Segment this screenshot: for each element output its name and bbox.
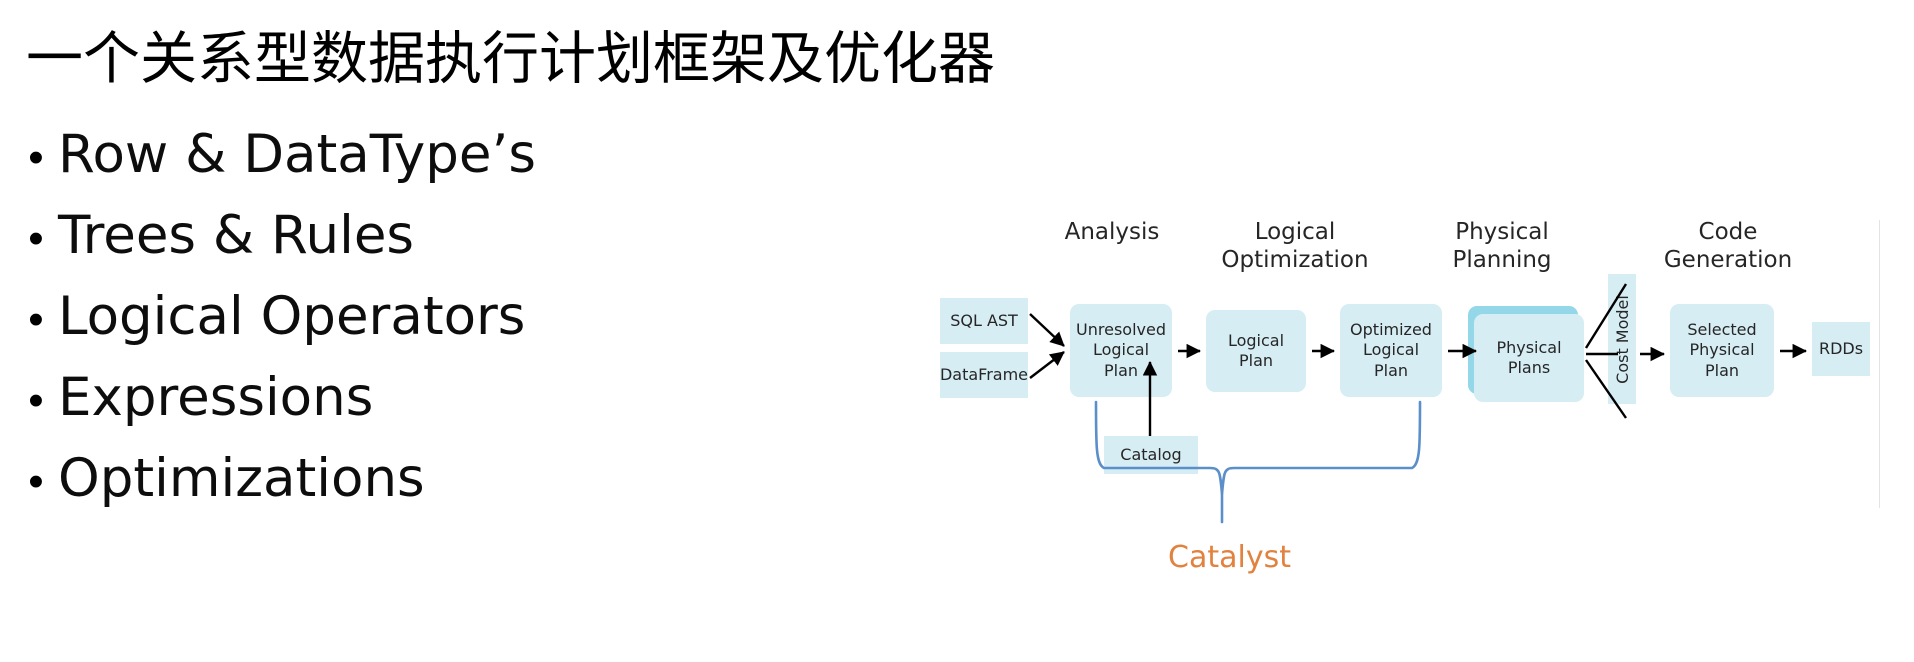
bullet-icon: • <box>28 376 44 425</box>
node-rdds[interactable]: RDDs <box>1812 322 1870 376</box>
list-item: • Expressions <box>14 371 914 452</box>
node-cost-model[interactable]: Cost Model <box>1608 274 1636 404</box>
page-title: 一个关系型数据执行计划框架及优化器 <box>26 26 995 92</box>
list-item-label: Optimizations <box>58 448 425 509</box>
bullet-icon: • <box>28 214 44 263</box>
node-unresolved-logical-plan[interactable]: Unresolved Logical Plan <box>1070 304 1172 397</box>
node-dataframe[interactable]: DataFrame <box>940 352 1028 398</box>
bullet-list: • Row & DataType’s • Trees & Rules • Log… <box>14 128 914 533</box>
node-catalog[interactable]: Catalog <box>1104 436 1198 474</box>
bullet-icon: • <box>28 295 44 344</box>
catalyst-caption: Catalyst <box>1168 540 1291 575</box>
node-physical-plans[interactable]: Physical Plans <box>1474 314 1584 402</box>
arrow-dataframe-to-unresolved <box>1029 351 1065 379</box>
stage-label-physical-planning: Physical Planning <box>1452 219 1552 274</box>
stage-label-code-generation: Code Generation <box>1663 219 1793 274</box>
list-item: • Trees & Rules <box>14 209 914 290</box>
diagram-connectors <box>1029 283 1807 524</box>
stage-label-logical-optimization: Logical Optimization <box>1221 219 1369 274</box>
catalyst-pipeline-diagram: Analysis Logical Optimization Physical P… <box>928 218 1880 618</box>
list-item: • Logical Operators <box>14 290 914 371</box>
arrow-sql-ast-to-unresolved <box>1029 313 1065 347</box>
list-item: • Optimizations <box>14 452 914 533</box>
bullet-icon: • <box>28 133 44 182</box>
list-item: • Row & DataType’s <box>14 128 914 209</box>
node-selected-physical-plan[interactable]: Selected Physical Plan <box>1670 304 1774 397</box>
list-item-label: Trees & Rules <box>58 205 415 266</box>
node-sql-ast[interactable]: SQL AST <box>940 298 1028 344</box>
stage-label-analysis: Analysis <box>1064 219 1160 245</box>
node-optimized-logical-plan[interactable]: Optimized Logical Plan <box>1340 304 1442 397</box>
node-logical-plan[interactable]: Logical Plan <box>1206 310 1306 392</box>
list-item-label: Expressions <box>58 367 374 428</box>
bullet-icon: • <box>28 457 44 506</box>
list-item-label: Row & DataType’s <box>58 124 536 185</box>
panel-divider <box>1879 220 1880 508</box>
list-item-label: Logical Operators <box>58 286 526 347</box>
node-cost-model-label: Cost Model <box>1612 294 1632 384</box>
